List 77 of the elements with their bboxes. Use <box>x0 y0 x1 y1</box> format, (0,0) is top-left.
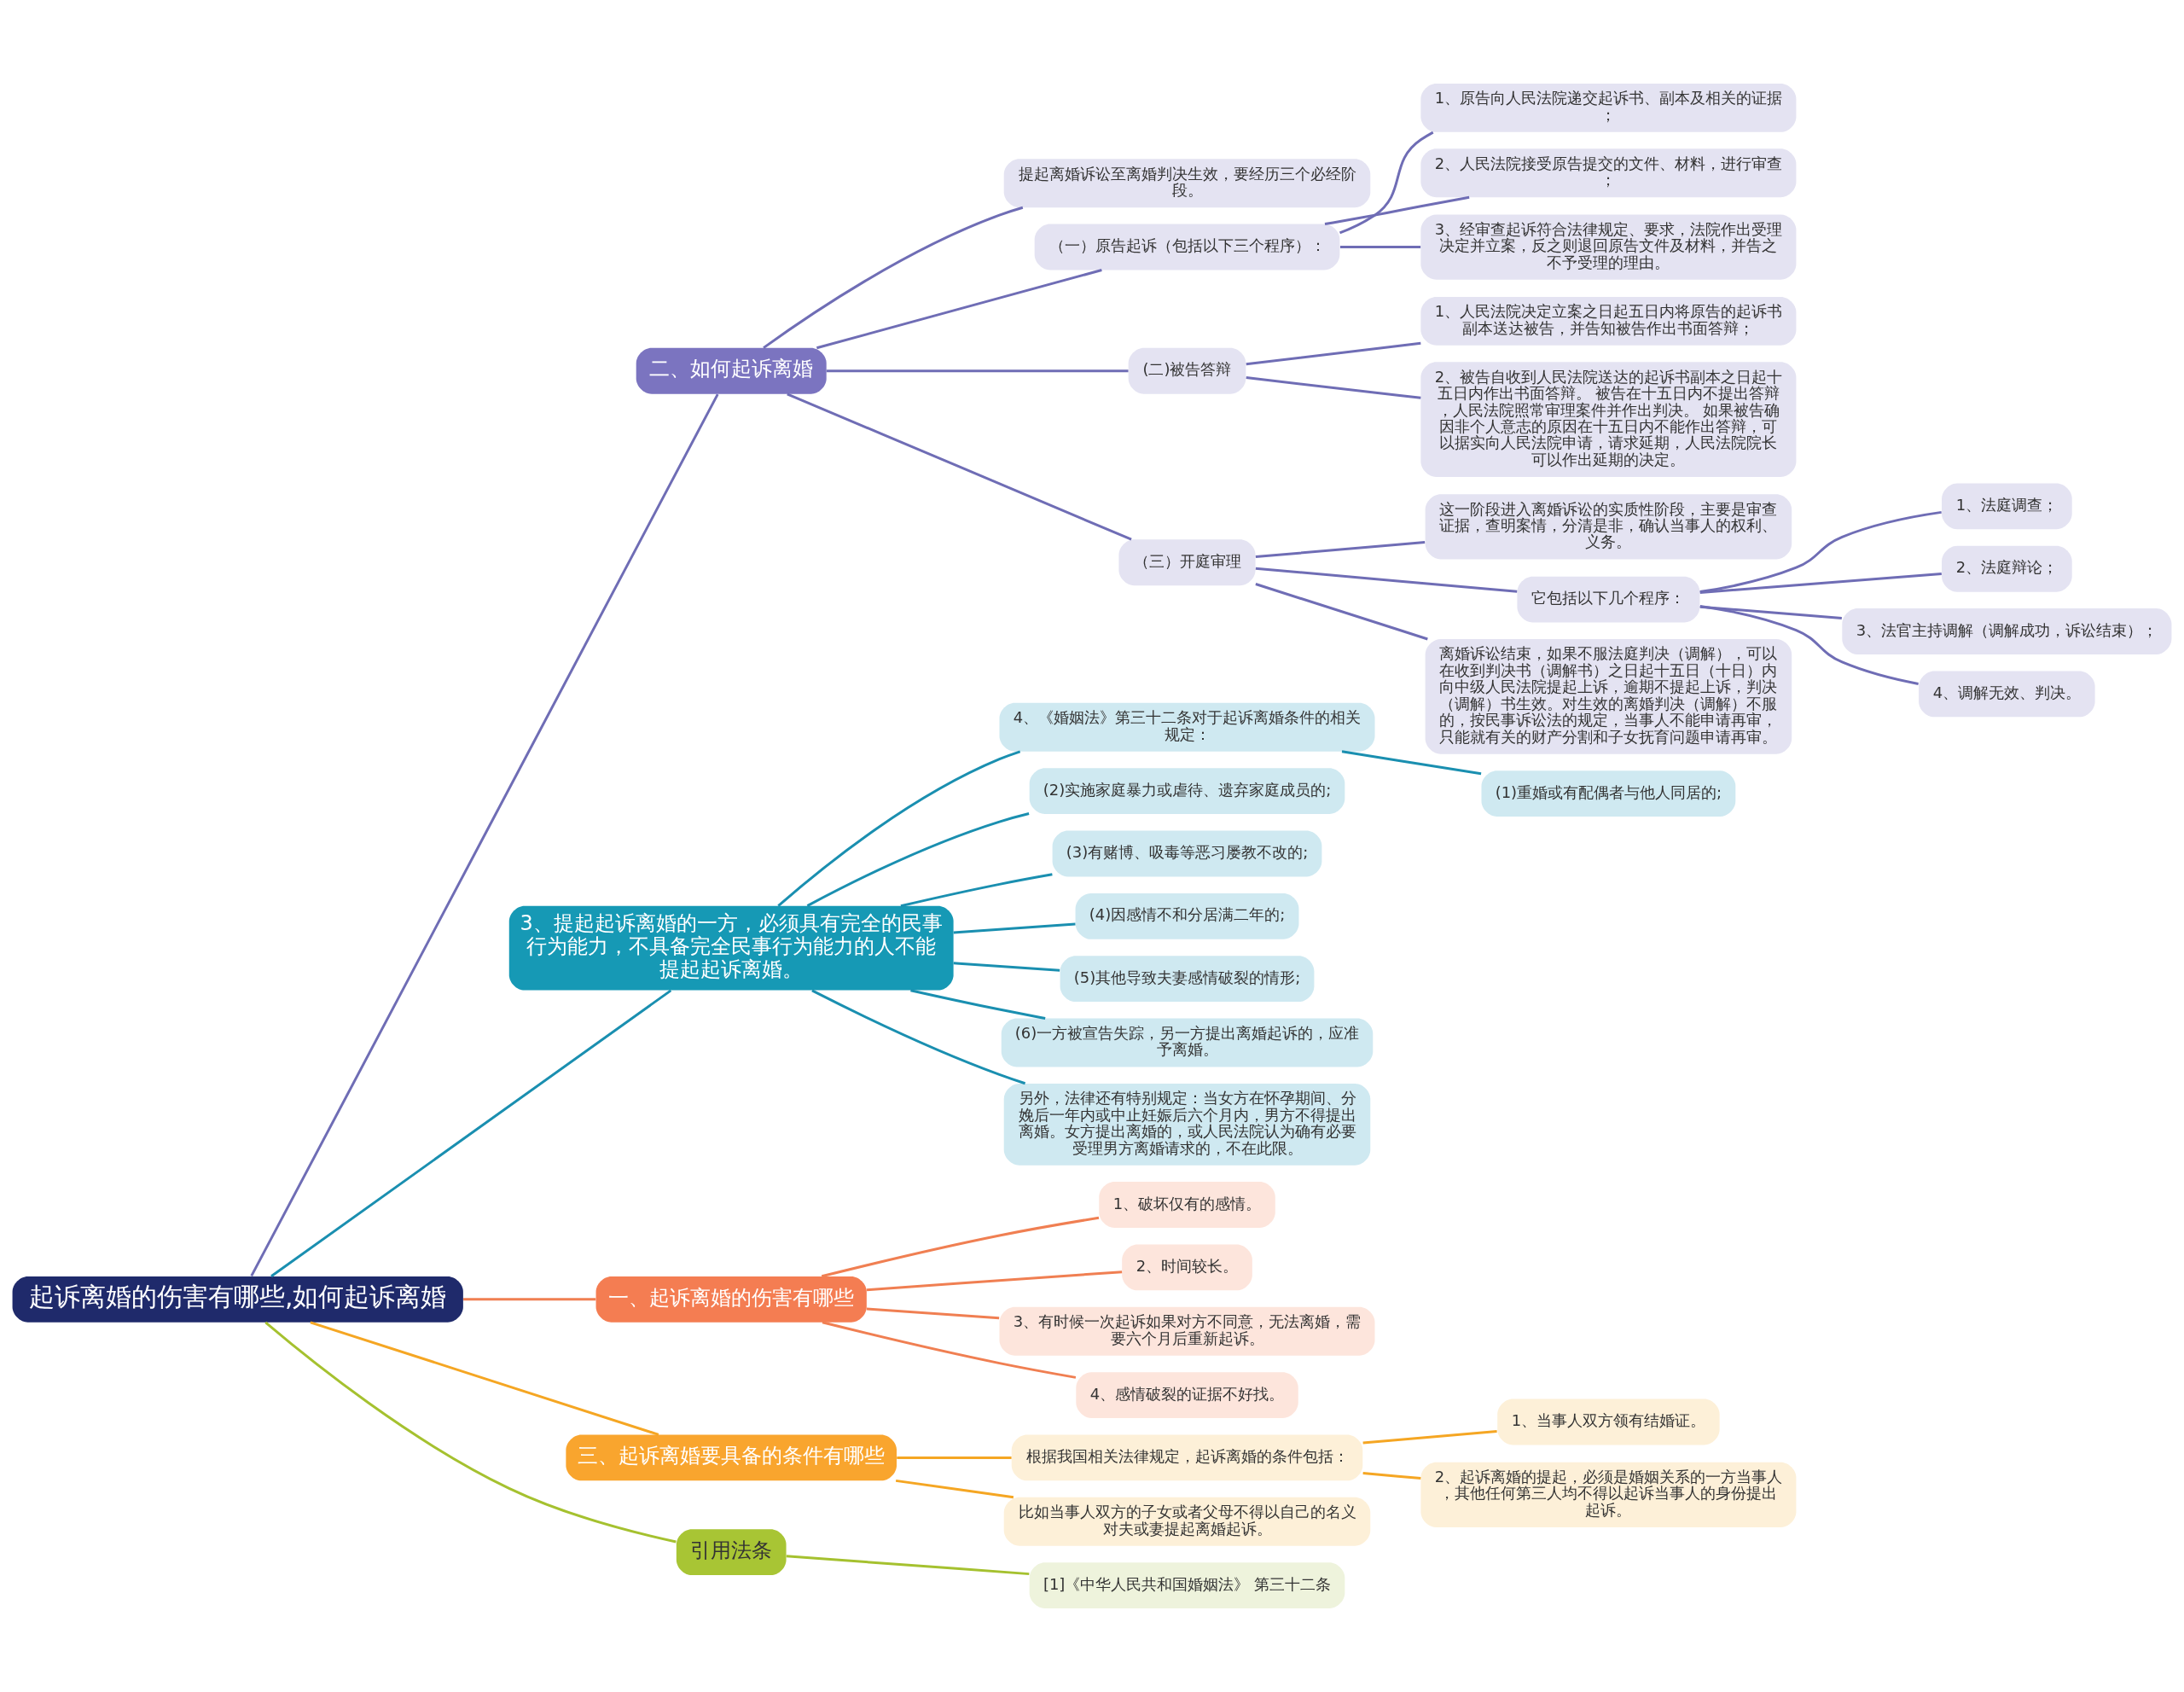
node-box: 提起离婚诉讼至离婚判决生效，要经历三个必经阶段。 <box>1003 159 1371 208</box>
node-box: (1)重婚或有配偶者与他人同居的; <box>1481 770 1736 817</box>
node-box: 4、调解无效、判决。 <box>1919 671 2095 718</box>
node-box: 3、经审查起诉符合法律规定、要求，法院作出受理决定并立案，反之则退回原告文件及材料，并告之不予受理的理由。 <box>1420 214 1797 280</box>
node-box: 2、法庭辩论； <box>1942 545 2072 592</box>
connector <box>1255 583 1428 641</box>
connector <box>1339 246 1421 249</box>
connector <box>1246 341 1421 366</box>
connector <box>1339 131 1434 235</box>
node-box: (二)被告答辩 <box>1128 347 1246 394</box>
node-box: (5)其他导致夫妻感情破裂的情形; <box>1060 956 1315 1003</box>
connector <box>826 369 1129 373</box>
node-box: 3、法官主持调解（调解成功，诉讼结束）； <box>1842 608 2172 654</box>
node-box: 这一阶段进入离婚诉讼的实质性阶段，主要是审查证据，查明案情，分清是非，确认当事人的权利、义务。 <box>1425 494 1792 560</box>
connector <box>1362 1472 1421 1480</box>
connector <box>1255 541 1426 558</box>
node-box: 引用法条 <box>676 1529 787 1576</box>
node-box: 根据我国相关法律规定，起诉离婚的条件包括： <box>1011 1434 1363 1481</box>
connector <box>786 1555 1030 1576</box>
node-box: 另外，法律还有特别规定：当女方在怀孕期间、分娩后一年内或中止妊娠后六个月内，男方不得提出离婚。女方提出离婚的，或人民法院认为确有必要受理男方离婚请求的，不在此限。 <box>1003 1083 1371 1166</box>
connector <box>1246 376 1421 399</box>
connector <box>310 1321 659 1436</box>
connector <box>787 392 1132 541</box>
connector <box>953 922 1076 934</box>
connector <box>1699 605 1842 620</box>
connector <box>1699 605 1919 685</box>
connector <box>822 1321 1077 1379</box>
connector <box>806 812 1030 907</box>
connector <box>264 1321 677 1544</box>
node-box: (3)有赌博、吸毒等恶习屡教不改的; <box>1052 830 1322 877</box>
node-box: (2)实施家庭暴力或虐待、遗弃家庭成员的; <box>1029 768 1345 815</box>
connector <box>1255 567 1518 593</box>
connector <box>463 1298 596 1301</box>
connector <box>895 1479 1014 1499</box>
node-box: 比如当事人双方的子女或者父母不得以自己的名义对夫或妻提起离婚起诉。 <box>1003 1497 1371 1546</box>
node-box: 三、起诉离婚要具备的条件有哪些 <box>566 1434 897 1481</box>
node-box: 它包括以下几个程序： <box>1517 576 1700 623</box>
node-box: 2、起诉离婚的提起，必须是婚姻关系的一方当事人，其他任何第三人均不得以起诉当事人的身份提出起诉。 <box>1420 1462 1797 1527</box>
node-box: 一、起诉离婚的伤害有哪些 <box>595 1276 867 1323</box>
node-box: 2、时间较长。 <box>1122 1244 1252 1291</box>
node-box: 二、如何起诉离婚 <box>636 347 827 394</box>
node-box: 1、破坏仅有的感情。 <box>1099 1182 1275 1228</box>
node-box: [1]《中华人民共和国婚姻法》 第三十二条 <box>1029 1562 1345 1608</box>
connector <box>250 393 719 1277</box>
node-box: 1、原告向人民法院递交起诉书、副本及相关的证据； <box>1420 84 1797 132</box>
connector <box>816 269 1102 350</box>
node-box: 起诉离婚的伤害有哪些,如何起诉离婚 <box>12 1276 463 1323</box>
connector <box>866 1307 1000 1320</box>
node-box: 3、提起起诉离婚的一方，必须具有完全的民事行为能力，不具备完全民事行为能力的人不能提起起诉离婚。 <box>508 905 954 991</box>
node-box: 3、有时候一次起诉如果对方不同意，无法离婚，需要六个月后重新起诉。 <box>999 1306 1375 1356</box>
node-box: 4、感情破裂的证据不好找。 <box>1076 1372 1298 1418</box>
node-box: 4、《婚姻法》第三十二条对于起诉离婚条件的相关规定： <box>999 702 1375 752</box>
connector <box>811 989 1026 1085</box>
node-box: 1、法庭调查； <box>1942 483 2072 530</box>
connector <box>1324 195 1470 226</box>
connector <box>1341 750 1482 776</box>
connector <box>900 873 1053 908</box>
node-box: 离婚诉讼结束，如果不服法庭判决（调解），可以在收到判决书（调解书）之日起十五日（十日）内向中级人民法院提起上诉，逾期不提起上诉，判决（调解）书生效。对生效的离婚判决（调解）不服的，按民事诉讼法的规定，当事人不能申请再审，只能就有关的财产分割和子女抚育问题申请再审。 <box>1425 639 1792 754</box>
connector <box>270 989 672 1278</box>
connector <box>777 750 1021 907</box>
node-box: 1、人民法院决定立案之日起五日内将原告的起诉书副本送达被告，并告知被告作出书面答辩； <box>1420 296 1797 346</box>
connector <box>866 1270 1123 1292</box>
connector <box>910 989 1046 1020</box>
connector <box>1699 510 1942 594</box>
connector <box>821 1216 1100 1278</box>
connector <box>763 206 1024 349</box>
node-box: 2、被告自收到人民法院送达的起诉书副本之日起十五日内作出书面答辩。 被告在十五日内不提出答辩，人民法院照常审理案件并作出判决。 如果被告确因非个人意志的原因在十五日内不能作出答辩，可以据实向人民法院申请，请求延期，人民法院院长可以作出延期的决定。 <box>1420 362 1797 477</box>
node-box: (4)因感情不和分居满二年的; <box>1075 893 1299 939</box>
connector <box>897 1456 1012 1459</box>
connector <box>1362 1430 1497 1445</box>
node-box: (6)一方被宣告失踪，另一方提出离婚起诉的，应准予离婚。 <box>1001 1018 1374 1067</box>
connector <box>953 962 1060 972</box>
node-box: （三）开庭审理 <box>1118 539 1256 586</box>
node-box: 2、人民法院接受原告提交的文件、材料，进行审查； <box>1420 148 1797 198</box>
node-box: 1、当事人双方领有结婚证。 <box>1497 1398 1720 1445</box>
connector <box>1699 573 1942 594</box>
node-box: （一）原告起诉（包括以下三个程序）： <box>1034 224 1340 270</box>
